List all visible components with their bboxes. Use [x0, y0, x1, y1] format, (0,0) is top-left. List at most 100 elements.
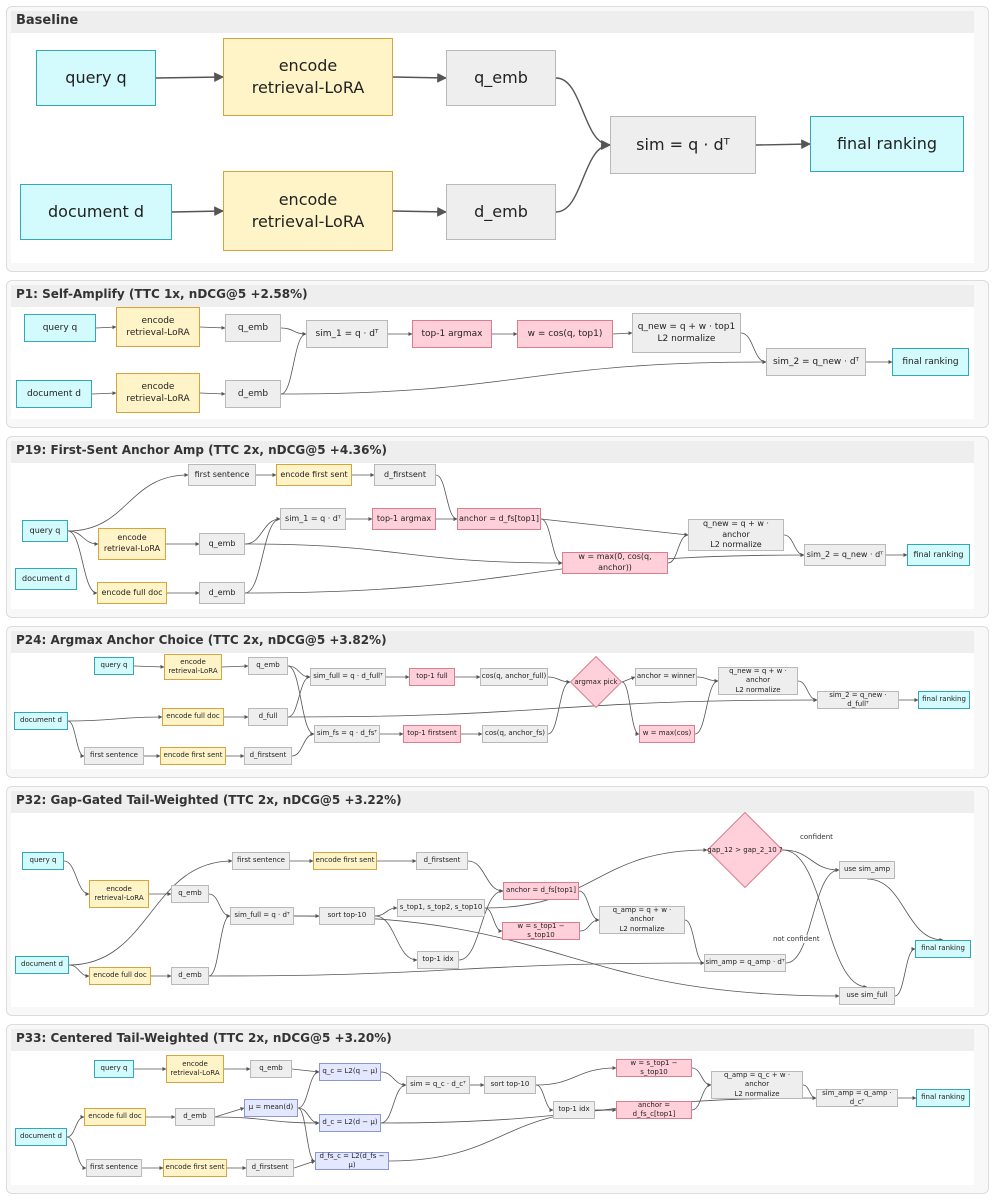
node-sort: sort top-10: [484, 1076, 536, 1094]
node-label: first sentence: [194, 469, 250, 479]
node-label: w = cos(q, top1): [527, 328, 603, 339]
node-d-emb: d_emb: [171, 967, 209, 985]
node-d-firstsent: d_firstsent: [244, 747, 292, 765]
node-label: encode retrieval-LoRA: [103, 533, 161, 553]
node-label: q_new = q + w · top1 L2 normalize: [637, 321, 736, 344]
node-q: query q: [22, 852, 64, 870]
node-label: encode first sent: [163, 751, 223, 760]
node-first-sent: first sentence: [84, 747, 144, 765]
node-enc-first: encode first sent: [276, 464, 352, 486]
node-label: document d: [48, 202, 144, 222]
panel-p32: P32: Gap-Gated Tail-Weighted (TTC 2x, nD…: [6, 786, 989, 1016]
node-label: q_emb: [237, 322, 269, 333]
node-first-sent: first sentence: [232, 852, 290, 870]
node-enc-full: encode full doc: [89, 967, 151, 985]
panel-title: P24: Argmax Anchor Choice (TTC 2x, nDCG@…: [16, 633, 387, 647]
node-d-emb: d_emb: [175, 1108, 215, 1126]
node-qnew: q_new = q + w · anchor L2 normalize: [718, 667, 798, 695]
node-d: document d: [15, 568, 77, 590]
node-label: d_full: [258, 712, 278, 721]
panel-p33: P33: Centered Tail-Weighted (TTC 2x, nDC…: [6, 1024, 989, 1194]
panel-header: [11, 1029, 974, 1051]
edge-label-confident: confident: [798, 833, 835, 841]
node-anchor: anchor = d_fs_c[top1]: [616, 1101, 692, 1119]
node-label: d_emb: [237, 388, 269, 399]
node-q: query q: [22, 520, 68, 542]
node-label: cos(q, anchor_fs): [485, 729, 545, 738]
node-label: q_amp = q + w · anchor L2 normalize: [612, 905, 672, 933]
node-label: document d: [21, 960, 63, 969]
node-label: encode retrieval-LoRA: [168, 657, 218, 675]
node-dfsc: d_fs_c = L2(d_fs − μ): [315, 1152, 389, 1170]
panel-header: [11, 631, 974, 653]
panel-header: [11, 791, 974, 813]
node-label: anchor = d_fs_c[top1]: [632, 1100, 676, 1118]
node-label: sim_2 = q_new · dᵀ: [806, 549, 884, 559]
node-label: q_new = q + w · anchor L2 normalize: [703, 518, 769, 550]
node-label: sim_2 = q_new · dᵀ: [772, 356, 860, 367]
node-label: sim_2 = q_new · d_fullᵀ: [829, 690, 887, 708]
node-d: document d: [14, 712, 68, 730]
node-label: d_firstsent: [423, 856, 461, 865]
node-sim-full: sim_full = q · d_fullᵀ: [310, 668, 386, 686]
node-enc-q: encode retrieval-LoRA: [89, 880, 149, 908]
node-label: encode retrieval-LoRA: [94, 884, 144, 902]
node-sim1: sim_1 = q · dᵀ: [306, 320, 388, 348]
panel-title: P32: Gap-Gated Tail-Weighted (TTC 2x, nD…: [16, 793, 402, 807]
decision-diamond: [570, 656, 622, 708]
node-label: q_new = q + w · anchor L2 normalize: [729, 666, 787, 694]
node-d: document d: [20, 184, 172, 240]
node-sim: sim = q_c · d_cᵀ: [406, 1076, 470, 1094]
node-d: document d: [15, 1128, 67, 1146]
decision-label: gap_12 > gap_2_10 ?: [707, 846, 783, 854]
node-enc-d: encode retrieval-LoRA: [223, 171, 393, 251]
decision-gap: gap_12 > gap_2_10 ?: [707, 812, 783, 888]
panel-title: P1: Self-Amplify (TTC 1x, nDCG@5 +2.58%): [16, 287, 308, 301]
node-top1-idx: top-1 idx: [417, 951, 459, 969]
node-label: d_emb: [474, 202, 528, 222]
node-label: q_emb: [208, 538, 236, 548]
node-label: sim_1 = q · dᵀ: [285, 513, 341, 523]
node-sim-fs: sim_fs = q · d_fsᵀ: [314, 725, 380, 743]
node-label: first sentence: [90, 751, 138, 760]
node-label: first sentence: [90, 1163, 138, 1172]
node-d: document d: [16, 380, 92, 408]
node-final: final ranking: [892, 348, 969, 376]
node-enc-q: encode retrieval-LoRA: [98, 528, 166, 560]
node-w: w = max(cos): [639, 725, 695, 743]
node-sim-amp: sim_amp = q_amp · d_cᵀ: [816, 1089, 898, 1107]
node-label: sort top-10: [327, 911, 367, 920]
node-label: d_firstsent: [249, 751, 287, 760]
node-q-emb: q_emb: [446, 50, 556, 106]
node-label: sim_1 = q · dᵀ: [315, 328, 379, 339]
panel-header: [11, 441, 974, 463]
node-d-emb: d_emb: [225, 380, 281, 408]
node-enc-first: encode first sent: [160, 747, 226, 765]
node-label: w = max(cos): [642, 729, 692, 738]
node-label: top-1 full: [416, 672, 448, 681]
node-qamp: q_amp = q + w · anchor L2 normalize: [599, 906, 685, 934]
node-label: d_emb: [183, 1112, 207, 1121]
node-label: final ranking: [913, 549, 964, 559]
node-first-sent: first sentence: [188, 464, 256, 486]
node-w: w = s_top1 − s_top10: [616, 1059, 692, 1077]
node-label: sim_amp = q_amp · dᵀ: [705, 958, 785, 967]
node-label: encode retrieval-LoRA: [170, 1059, 220, 1077]
node-label: q_emb: [178, 889, 202, 898]
node-sim2: sim_2 = q_new · dᵀ: [804, 544, 886, 566]
node-final: final ranking: [915, 940, 971, 958]
node-top1-full: top-1 full: [409, 668, 455, 686]
panel-header: [11, 285, 974, 307]
node-label: w = s_top1 − s_top10: [517, 921, 565, 939]
node-q-emb: q_emb: [250, 1060, 292, 1078]
node-qnew: q_new = q + w · anchor L2 normalize: [688, 519, 784, 551]
node-label: top-1 idx: [558, 1105, 590, 1114]
node-label: d_firstsent: [383, 469, 426, 479]
node-d-emb: d_emb: [199, 582, 245, 604]
node-label: anchor = winner: [636, 672, 696, 681]
node-q-emb: q_emb: [248, 657, 288, 675]
node-label: sim = q_c · d_cᵀ: [410, 1080, 466, 1089]
node-label: document d: [27, 388, 81, 399]
node-label: query q: [42, 322, 78, 333]
node-label: sim = q · dᵀ: [636, 135, 730, 155]
